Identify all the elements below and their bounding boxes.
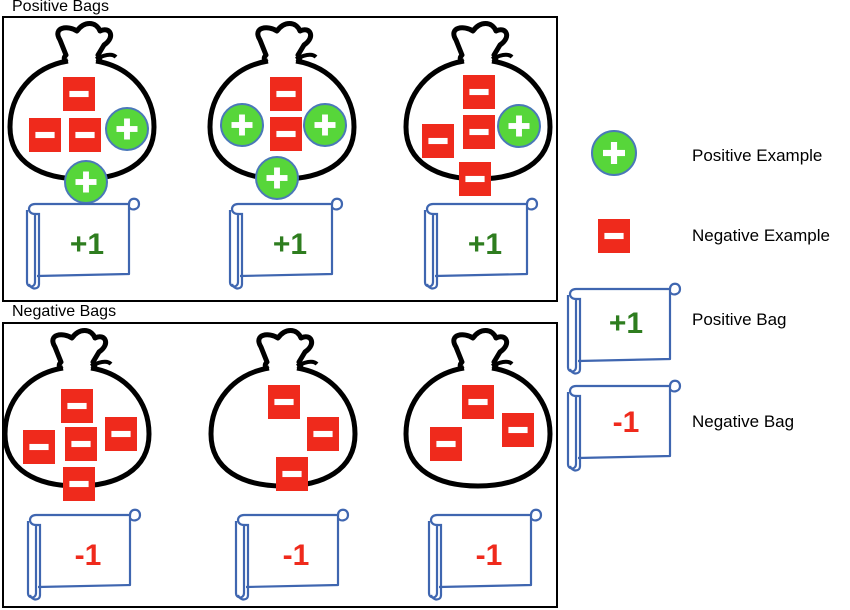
negative-bag-label-scroll: -1 — [234, 508, 350, 601]
negative-example-icon — [463, 75, 495, 109]
legend-positive-example-text: Positive Example — [692, 146, 823, 165]
negative-bag-label-scroll: -1 — [427, 508, 543, 601]
negative-bag-label-scroll: -1 — [26, 508, 142, 601]
negative-example-icon — [23, 430, 55, 464]
positive-bags-panel — [2, 16, 558, 302]
legend-positive-bag-text: Positive Bag — [692, 310, 787, 329]
positive-bag-label: +1 — [70, 228, 104, 261]
legend-negative-bag-text: Negative Bag — [692, 412, 795, 431]
negative-example-icon — [65, 427, 97, 461]
legend-negative-example-icon — [598, 219, 630, 253]
negative-example-icon — [29, 118, 61, 152]
legend-positive-bag-scroll: +1 — [566, 282, 682, 375]
legend-negative-example-text: Negative Example — [692, 226, 830, 245]
negative-example-icon — [422, 124, 454, 158]
negative-example-icon — [268, 385, 300, 419]
negative-example-icon — [105, 417, 137, 451]
negative-example-icon — [63, 467, 95, 501]
negative-example-icon — [276, 457, 308, 491]
negative-example-icon — [69, 118, 101, 152]
positive-bag-label-scroll: +1 — [25, 197, 141, 290]
negative-bags-title: Negative Bags — [12, 303, 117, 320]
positive-bags-title: Positive Bags — [12, 0, 109, 15]
negative-bag-label: -1 — [283, 539, 310, 572]
positive-bag-3 — [406, 24, 550, 196]
positive-bag-2 — [210, 24, 354, 200]
positive-bag-label: +1 — [273, 228, 307, 261]
negative-bag-label: -1 — [476, 539, 503, 572]
legend-positive-example-icon — [591, 130, 637, 176]
positive-example-icon — [497, 104, 541, 148]
legend-negative-bag-label: -1 — [613, 406, 640, 439]
positive-bag-label: +1 — [468, 228, 502, 261]
negative-example-icon — [63, 77, 95, 111]
positive-example-icon — [220, 103, 264, 147]
negative-example-icon — [270, 117, 302, 151]
positive-bag-label-scroll: +1 — [228, 197, 344, 290]
negative-example-icon — [462, 385, 494, 419]
positive-example-icon — [105, 107, 149, 151]
negative-example-icon — [459, 162, 491, 196]
positive-bag-label-scroll: +1 — [423, 197, 539, 290]
positive-example-icon — [303, 103, 347, 147]
negative-example-icon — [463, 115, 495, 149]
legend-positive-bag-label: +1 — [609, 307, 643, 340]
negative-bags-panel — [2, 322, 558, 608]
positive-example-icon — [255, 156, 299, 200]
negative-bag-2 — [211, 331, 355, 491]
legend-negative-bag-scroll: -1 — [566, 379, 682, 472]
positive-example-icon — [64, 160, 108, 204]
negative-example-icon — [61, 389, 93, 423]
negative-example-icon — [502, 413, 534, 447]
positive-bag-1 — [10, 24, 154, 204]
negative-example-icon — [270, 77, 302, 111]
negative-bag-1 — [5, 331, 149, 501]
negative-example-icon — [307, 417, 339, 451]
negative-bag-3 — [406, 331, 550, 487]
negative-example-icon — [430, 427, 462, 461]
negative-bag-label: -1 — [75, 539, 102, 572]
